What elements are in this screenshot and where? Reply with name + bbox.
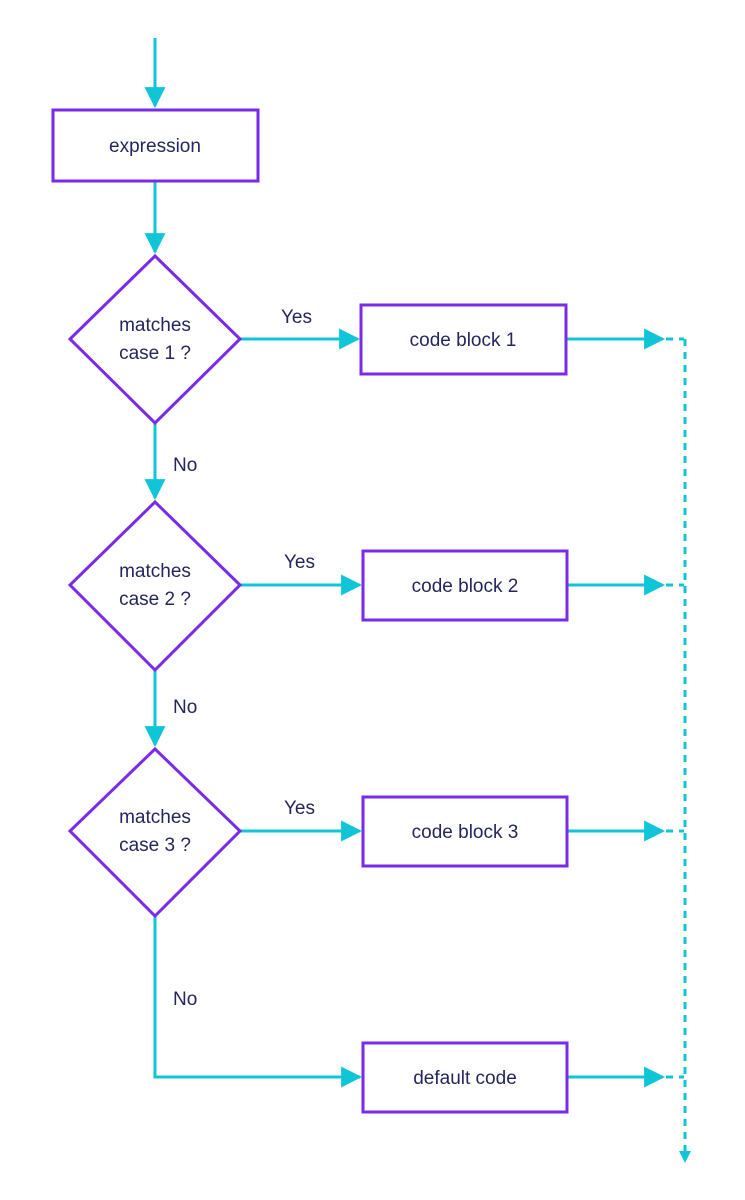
yes-label-3: Yes: [284, 798, 315, 819]
code-block-3-label: code block 3: [412, 822, 519, 843]
decision-2-label-line1: matches: [119, 561, 191, 582]
decision-1-diamond: [67, 253, 243, 426]
code-block-2-label: code block 2: [412, 576, 519, 597]
expression-label: expression: [109, 136, 201, 157]
code-block-1-box: [359, 303, 568, 376]
decision-2-label-line2: case 2 ?: [119, 589, 191, 610]
no-label-3: No: [173, 989, 197, 1010]
decision-3-label-line2: case 3 ?: [119, 835, 191, 856]
decision-1-label-line2: case 1 ?: [119, 343, 191, 364]
decision-2-diamond: [67, 499, 243, 673]
decision-1-label-line1: matches: [119, 315, 191, 336]
yes-label-2: Yes: [284, 552, 315, 573]
no-label-2: No: [173, 697, 197, 718]
decision-3-label-line1: matches: [119, 807, 191, 828]
decision-3-diamond: [67, 746, 243, 919]
expression-box: [51, 108, 260, 183]
no-label-1: No: [173, 455, 197, 476]
yes-label-1: Yes: [281, 307, 312, 328]
decision3-no-arrow: [153, 916, 363, 1088]
default-code-box: [361, 1041, 569, 1114]
code-block-3-box: [361, 795, 569, 868]
default-code-label: default code: [413, 1068, 517, 1089]
code-block-2-box: [361, 549, 569, 622]
exit-arrowhead: [679, 1151, 691, 1163]
code-block-1-label: code block 1: [410, 330, 517, 351]
